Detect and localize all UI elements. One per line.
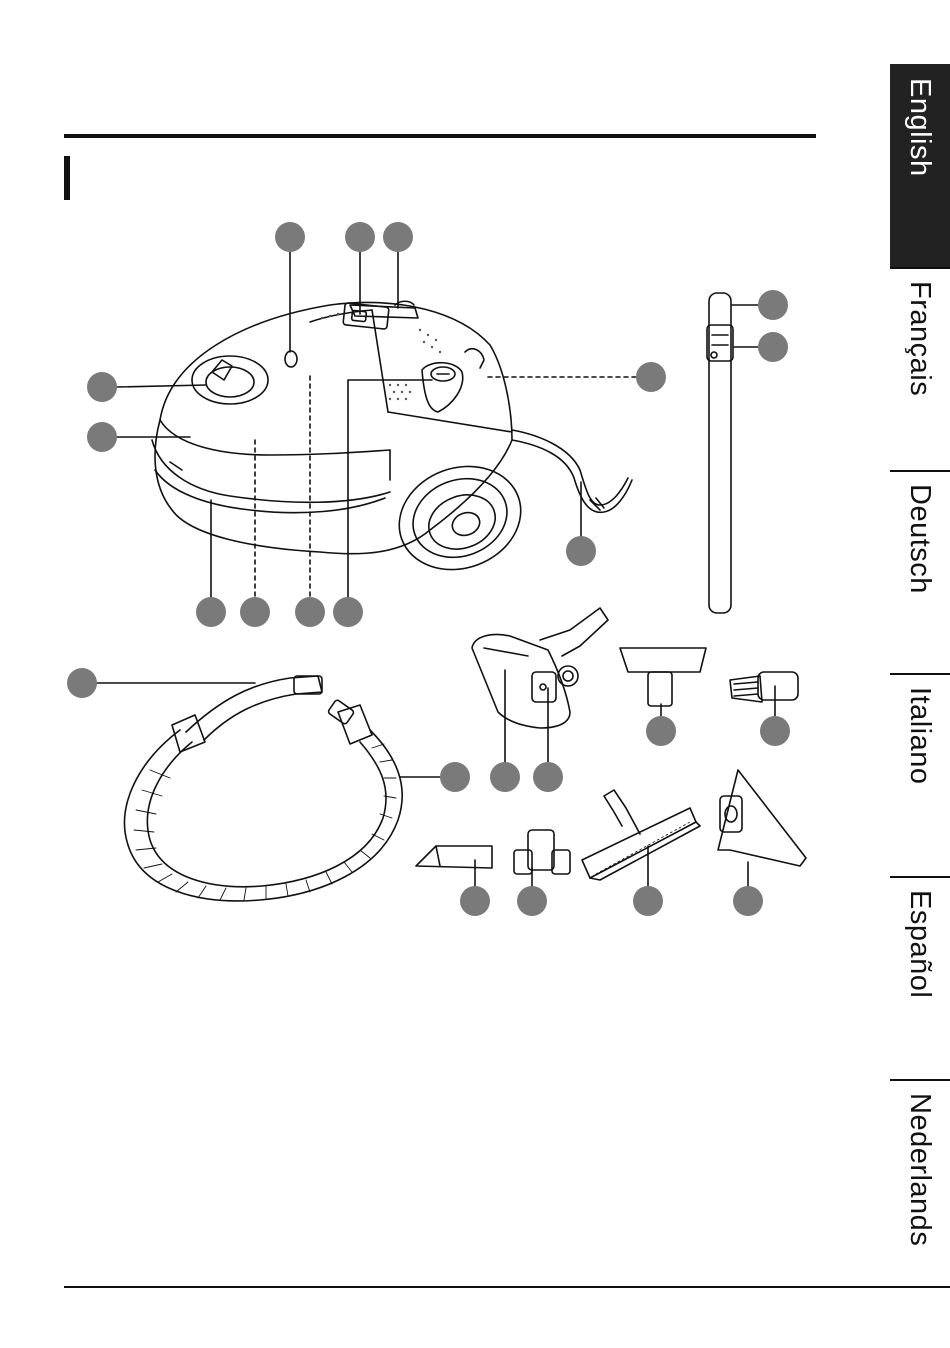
combination-floor-nozzle-illustration xyxy=(472,608,608,728)
callout-marker xyxy=(760,716,790,746)
callout-marker xyxy=(440,762,470,792)
callout-marker xyxy=(566,536,596,566)
callout-marker xyxy=(633,886,663,916)
callout-marker xyxy=(758,332,788,362)
hose-illustration xyxy=(125,676,403,901)
telescopic-tube-illustration xyxy=(707,293,733,613)
callout-marker xyxy=(460,886,490,916)
dusting-brush-illustration xyxy=(730,672,798,702)
callout-marker xyxy=(517,886,547,916)
callout-marker xyxy=(240,597,270,627)
callout-marker xyxy=(333,597,363,627)
callout-marker xyxy=(275,222,305,252)
accessory-clip-illustration xyxy=(514,830,570,874)
callout-marker xyxy=(490,762,520,792)
callout-marker xyxy=(533,762,563,792)
footer-rule xyxy=(64,1286,950,1288)
callout-marker xyxy=(636,362,666,392)
callout-marker xyxy=(383,222,413,252)
callout-marker xyxy=(87,372,117,402)
callout-marker xyxy=(733,886,763,916)
vacuum-body-illustration xyxy=(152,301,632,586)
parquet-brush-illustration xyxy=(582,790,700,880)
callout-marker xyxy=(196,597,226,627)
callout-marker xyxy=(345,222,375,252)
dust-bag-illustration xyxy=(718,770,806,866)
upholstery-nozzle-illustration xyxy=(620,648,706,706)
callout-marker xyxy=(646,716,676,746)
callout-marker xyxy=(295,597,325,627)
callout-marker xyxy=(758,290,788,320)
callout-marker xyxy=(67,668,97,698)
crevice-tool-illustration xyxy=(416,846,492,868)
callout-marker xyxy=(87,422,117,452)
